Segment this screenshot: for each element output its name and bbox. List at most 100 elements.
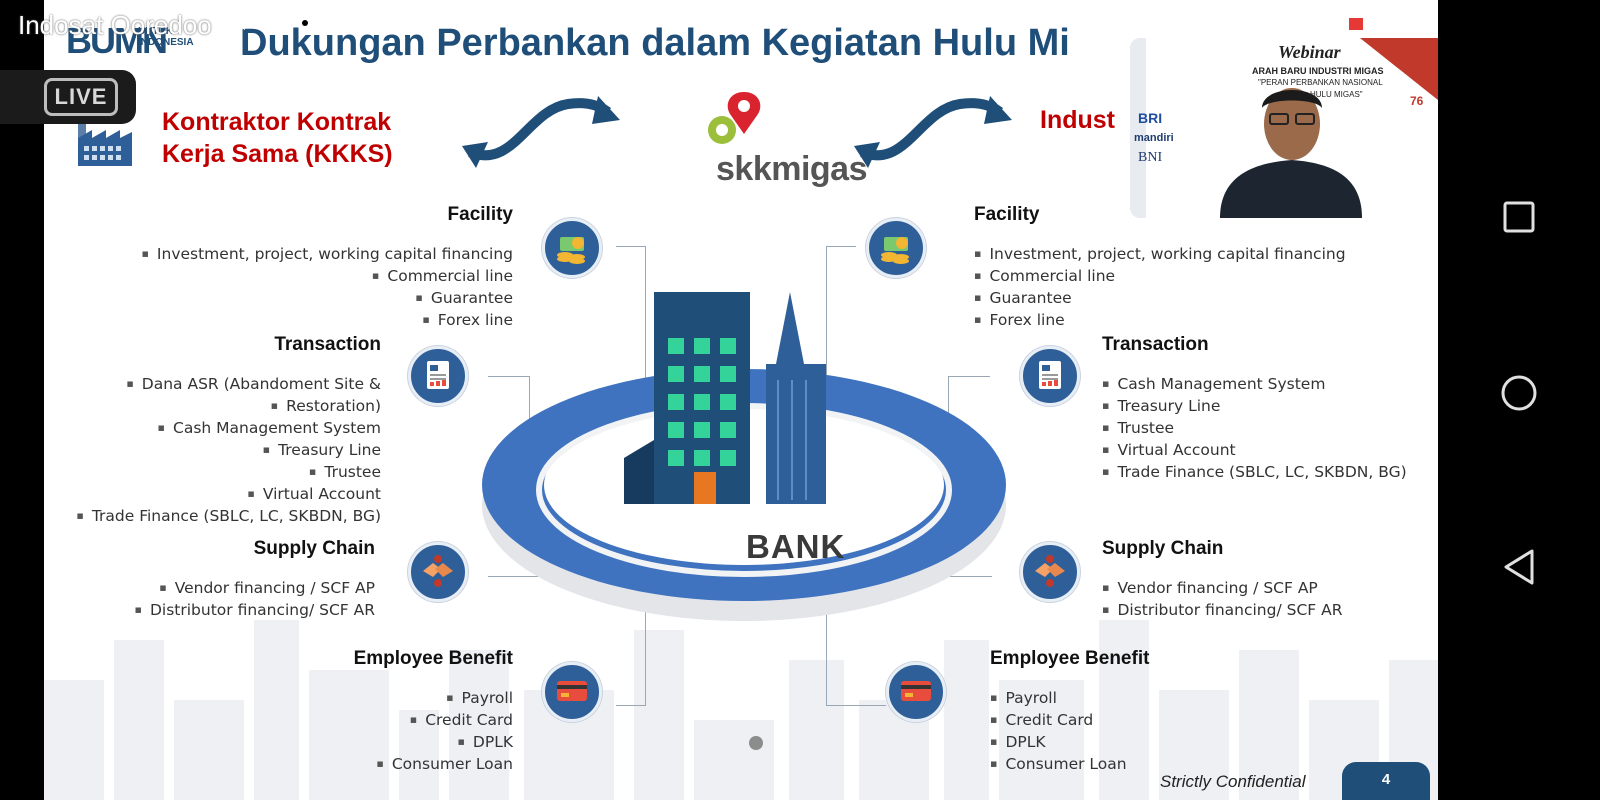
- handshake-icon: [1020, 542, 1080, 602]
- skyline-background: [44, 620, 1438, 800]
- android-nav-bar: [1438, 0, 1600, 800]
- battery-icon: [1344, 13, 1386, 34]
- live-label: LIVE: [44, 78, 118, 116]
- list-item: Credit Card: [990, 710, 1127, 732]
- left-supply-chain-list: Vendor financing / SCF AP Distributor fi…: [135, 578, 375, 622]
- connector-line: [488, 576, 548, 577]
- list-item: Virtual Account: [1102, 440, 1407, 462]
- right-party-title: Indust: [1040, 106, 1115, 134]
- list-item: Payroll: [376, 688, 513, 710]
- list-item: Consumer Loan: [990, 754, 1126, 776]
- right-supply-chain-list: Vendor financing / SCF AP Distributor fi…: [1102, 578, 1343, 622]
- left-facility-list: Investment, project, working capital fin…: [141, 244, 513, 332]
- skkmigas-logo-text: skkmigas: [716, 150, 868, 188]
- left-supply-chain-title: Supply Chain: [253, 538, 375, 559]
- list-item: Restoration): [76, 396, 381, 418]
- list-item: Cash Management System: [1102, 374, 1407, 396]
- video-icon: [223, 18, 245, 30]
- left-transaction-title: Transaction: [274, 334, 381, 355]
- back-button[interactable]: [1502, 548, 1536, 586]
- list-item: Cash Management System: [76, 418, 381, 440]
- webinar-line2: "PERAN PERBANKAN NASIONAL: [1258, 78, 1383, 87]
- handshake-icon: [408, 542, 468, 602]
- connector-line: [616, 612, 646, 706]
- right-transaction-title: Transaction: [1102, 334, 1209, 355]
- list-item: DPLK: [376, 732, 513, 754]
- status-icons: ⋯: [222, 9, 422, 36]
- webinar-video-overlay[interactable]: Webinar ARAH BARU INDUSTRI MIGAS "PERAN …: [1130, 38, 1448, 218]
- list-item: Consumer Loan: [376, 754, 513, 776]
- left-transaction-list: Dana ASR (Abandoment Site & Restoration)…: [76, 374, 381, 528]
- cell-signal-icon: [1310, 14, 1333, 35]
- right-facility-title: Facility: [974, 204, 1040, 225]
- eye-icon: [1241, 16, 1269, 31]
- list-item: Trade Finance (SBLC, LC, SKBDN, BG): [76, 506, 381, 528]
- right-transaction-list: Cash Management System Treasury Line Tru…: [1102, 374, 1407, 484]
- left-party-line2: Kerja Sama (KKKS): [162, 140, 393, 168]
- list-item: Treasury Line: [1102, 396, 1407, 418]
- credit-card-icon: [886, 662, 946, 722]
- telegram-icon: [365, 15, 385, 33]
- webinar-banner-illustration: [1130, 38, 1448, 218]
- list-item: Investment, project, working capital fin…: [974, 244, 1345, 266]
- connector-line: [488, 376, 530, 446]
- connector-line: [932, 576, 992, 577]
- list-item: Trustee: [76, 462, 381, 484]
- list-item: Forex line: [974, 310, 1346, 332]
- sponsor-bri: BRI: [1138, 110, 1163, 126]
- right-supply-chain-title: Supply Chain: [1102, 538, 1224, 559]
- list-item: Distributor financing/ SCF AR: [1102, 600, 1342, 622]
- recent-apps-button[interactable]: [1502, 200, 1536, 234]
- pointer-dot: [749, 736, 763, 750]
- connector-line: [616, 246, 646, 396]
- left-party-line1: Kontraktor Kontrak: [162, 108, 392, 136]
- chrome-icon: [328, 14, 350, 36]
- list-item: Distributor financing/ SCF AR: [135, 600, 375, 622]
- list-item: Commercial line: [974, 266, 1346, 288]
- live-badge: LIVE: [0, 70, 136, 124]
- list-item: Virtual Account: [76, 484, 381, 506]
- connector-line: [826, 246, 856, 396]
- carrier-name: Indosat Ooredoo: [18, 10, 212, 40]
- bank-ring-illustration: [482, 292, 1006, 621]
- vibrate-icon: [1207, 11, 1228, 36]
- footer-confidential: Strictly Confidential: [1160, 772, 1306, 791]
- list-item: Payroll: [990, 688, 1127, 710]
- home-button[interactable]: [1500, 374, 1538, 412]
- location-icon: [297, 15, 313, 35]
- bumn-logo-tagline: UNTUK INDONESIA: [138, 26, 194, 48]
- left-facility-title: Facility: [447, 204, 513, 225]
- connector-line: [826, 612, 886, 706]
- bumn-logo: BUMN UNTUK INDONESIA: [66, 20, 194, 62]
- bank-label: BANK: [746, 528, 846, 565]
- left-employee-benefit-list: Payroll Credit Card DPLK Consumer Loan: [376, 688, 513, 776]
- skkmigas-logo-icon: [708, 92, 761, 144]
- connector-line: [948, 376, 990, 446]
- bumn-logo-text: BUMN: [66, 20, 168, 61]
- left-curved-arrow-icon: [462, 96, 620, 168]
- list-item: Treasury Line: [76, 440, 381, 462]
- page-number: 4: [1342, 762, 1430, 800]
- credit-card-icon: [542, 662, 602, 722]
- webinar-line1: ARAH BARU INDUSTRI MIGAS: [1252, 66, 1384, 76]
- document-chart-icon: [408, 346, 468, 406]
- list-item: DPLK: [990, 732, 1127, 754]
- sponsor-mandiri: mandiri: [1134, 132, 1174, 144]
- list-item: Trade Finance (SBLC, LC, SKBDN, BG): [1102, 462, 1406, 484]
- right-employee-benefit-list: Payroll Credit Card DPLK Consumer Loan: [990, 688, 1127, 776]
- network-type: 4G: [1280, 16, 1297, 31]
- webinar-line3: HULU MIGAS": [1310, 90, 1363, 99]
- sponsor-bni: BNI: [1138, 150, 1163, 165]
- list-item: Forex line: [141, 310, 513, 332]
- more-icon: ⋯: [400, 9, 422, 34]
- list-item: Vendor financing / SCF AP: [135, 578, 375, 600]
- list-item: Trustee: [1102, 418, 1407, 440]
- webinar-badge: 76: [1410, 94, 1424, 108]
- right-facility-list: Investment, project, working capital fin…: [974, 244, 1346, 332]
- signal-icon: [261, 17, 281, 29]
- money-coins-icon: [866, 218, 926, 278]
- list-item: Commercial line: [141, 266, 513, 288]
- list-item: Dana ASR (Abandoment Site &: [76, 374, 381, 396]
- left-employee-benefit-title: Employee Benefit: [353, 648, 513, 669]
- list-item: Vendor financing / SCF AP: [1102, 578, 1343, 600]
